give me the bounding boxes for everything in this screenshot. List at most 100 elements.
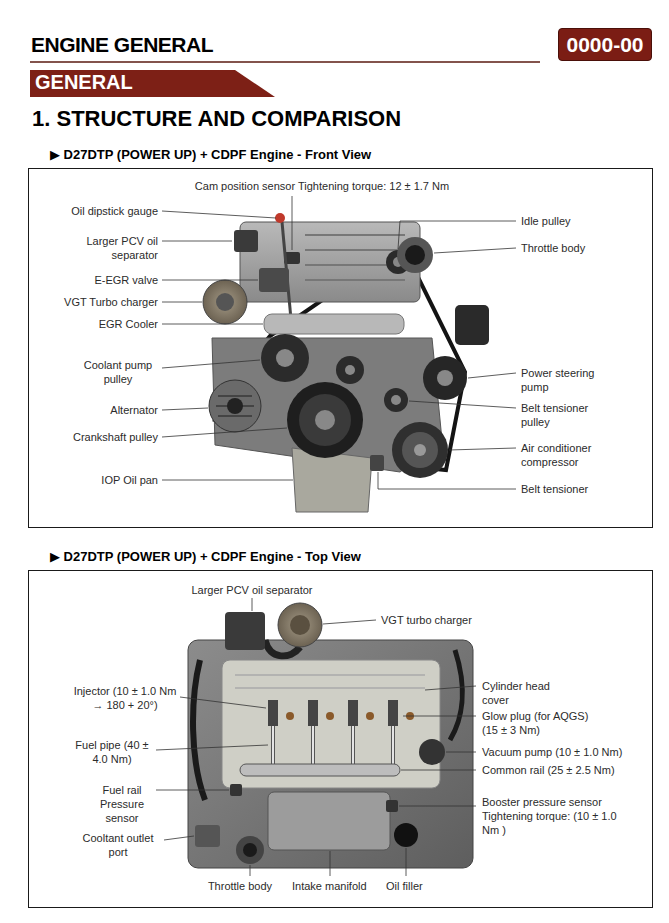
page-tab: 0000-00	[558, 28, 652, 61]
engine-block	[188, 640, 473, 868]
label-slot: VGT Turbo charger	[64, 295, 158, 309]
head-cover	[222, 660, 440, 788]
label-slot: Oil dipstick gauge	[71, 204, 158, 218]
throttle-body	[397, 237, 433, 273]
belt-tensioner	[370, 455, 384, 471]
label-slot: EGR Cooler	[99, 317, 158, 331]
part-label: Belt tensioner pulley	[521, 401, 616, 429]
label-slot: E-EGR valve	[94, 273, 158, 287]
injector	[268, 700, 278, 726]
label-slot: Power steering pump	[521, 366, 616, 394]
pulley-ring	[402, 432, 438, 468]
turbo-hub	[290, 615, 310, 635]
part-label: Alternator	[110, 403, 158, 417]
label-slot: Injector (10 ± 1.0 Nm → 180 + 20°)	[73, 684, 178, 712]
label-slot: Air conditioner compressor	[521, 441, 616, 469]
section-band: GENERAL	[30, 70, 275, 97]
label-slot: Oil filler	[386, 879, 423, 893]
part-label: Glow plug (for AQGS) (15 ± 3 Nm)	[482, 709, 604, 737]
label-slot: Belt tensioner	[521, 482, 588, 496]
part-label: Idle pulley	[521, 214, 571, 228]
common-rail	[240, 764, 400, 776]
part-label: Vacuum pump (10 ± 1.0 Nm)	[482, 745, 622, 759]
ac-compressor	[392, 422, 448, 478]
label-slot: Larger PCV oil separator	[72, 234, 158, 262]
panel-heading: ▶ D27DTP (POWER UP) + CDPF Engine - Fron…	[50, 146, 653, 164]
leader-lines	[162, 196, 516, 489]
part-label: Cam position sensor Tightening torque: 1…	[195, 179, 449, 193]
ps-pump	[423, 356, 467, 400]
glow-plug	[326, 712, 334, 720]
pulley-hub	[315, 410, 335, 430]
label-slot: Larger PCV oil separator	[191, 583, 312, 597]
engine-block	[212, 338, 442, 472]
alternator	[209, 380, 261, 432]
fuel-pipes	[273, 726, 393, 764]
part-label: Crankshaft pulley	[73, 430, 158, 444]
vacuum-pump	[419, 739, 445, 765]
label-slot: Alternator	[110, 403, 158, 417]
turbo-charger	[278, 603, 322, 647]
egr-valve	[259, 268, 289, 292]
panel-heading: ▶ D27DTP (POWER UP) + CDPF Engine - Top …	[50, 548, 653, 566]
label-slot: Throttle body	[208, 879, 272, 893]
label-slot: VGT turbo charger	[381, 613, 472, 627]
intake-manifold	[268, 792, 390, 850]
label-slot: Cam position sensor Tightening torque: 1…	[195, 179, 449, 193]
throttle-bore	[405, 245, 425, 265]
glow-plug	[286, 712, 294, 720]
coolant-outlet	[195, 825, 220, 847]
part-label: Oil dipstick gauge	[71, 204, 158, 218]
label-slot: Belt tensioner pulley	[521, 401, 616, 429]
part-label: Belt tensioner	[521, 482, 588, 496]
part-label: Intake manifold	[292, 879, 367, 893]
part-label: Oil filler	[386, 879, 423, 893]
label-slot: Idle pulley	[521, 214, 571, 228]
part-label: VGT turbo charger	[381, 613, 472, 627]
injector	[348, 700, 358, 726]
page-title: ENGINE GENERAL	[31, 32, 213, 58]
part-label: Fuel rail Pressure sensor	[91, 783, 153, 825]
part-label: Throttle body	[521, 241, 585, 255]
label-slot: Throttle body	[521, 241, 585, 255]
glow-plug	[366, 712, 374, 720]
part-label: Air conditioner compressor	[521, 441, 616, 469]
label-slot: Intake manifold	[292, 879, 367, 893]
label-slot: Vacuum pump (10 ± 1.0 Nm)	[482, 745, 622, 759]
alternator-slots	[216, 396, 254, 416]
part-label: EGR Cooler	[99, 317, 158, 331]
pulley-hub	[391, 395, 401, 405]
band-fill	[30, 70, 275, 97]
part-label: Injector (10 ± 1.0 Nm → 180 + 20°)	[73, 684, 178, 712]
part-label: Larger PCV oil separator	[72, 234, 158, 262]
label-slot: Cooltant outlet port	[74, 831, 162, 859]
tensioner-pulley	[384, 388, 408, 412]
part-label: Larger PCV oil separator	[191, 583, 312, 597]
fuel-pipes	[273, 726, 393, 764]
part-label: Cooltant outlet port	[74, 831, 162, 859]
label-slot: IOP Oil pan	[101, 473, 158, 487]
throttle-body	[236, 836, 264, 864]
part-label: IOP Oil pan	[101, 473, 158, 487]
cylinder-head	[240, 222, 420, 302]
leader-lines	[156, 598, 476, 876]
label-slot: Booster pressure sensor Tightening torqu…	[482, 795, 617, 837]
label-slot: Fuel rail Pressure sensor	[91, 783, 153, 825]
cover-ribs	[235, 675, 425, 688]
pressure-sensor	[230, 784, 242, 796]
label-slot: Glow plug (for AQGS) (15 ± 3 Nm)	[482, 709, 604, 737]
label-slot: 1. STRUCTURE AND COMPARISON	[32, 105, 401, 133]
oil-pan	[292, 448, 372, 512]
section-title: GENERAL	[30, 70, 275, 95]
crankshaft-pulley	[287, 382, 363, 458]
part-label: Power steering pump	[521, 366, 616, 394]
part-label: Common rail (25 ± 2.5 Nm)	[482, 763, 615, 777]
label-slot: Common rail (25 ± 2.5 Nm)	[482, 763, 615, 777]
section-heading: 1. STRUCTURE AND COMPARISON	[32, 105, 401, 133]
coolant-pulley	[261, 334, 309, 382]
oil-filler	[394, 823, 418, 847]
part-label: VGT Turbo charger	[64, 295, 158, 309]
label-slot: Coolant pump pulley	[78, 358, 158, 386]
pcv-separator	[234, 230, 258, 252]
